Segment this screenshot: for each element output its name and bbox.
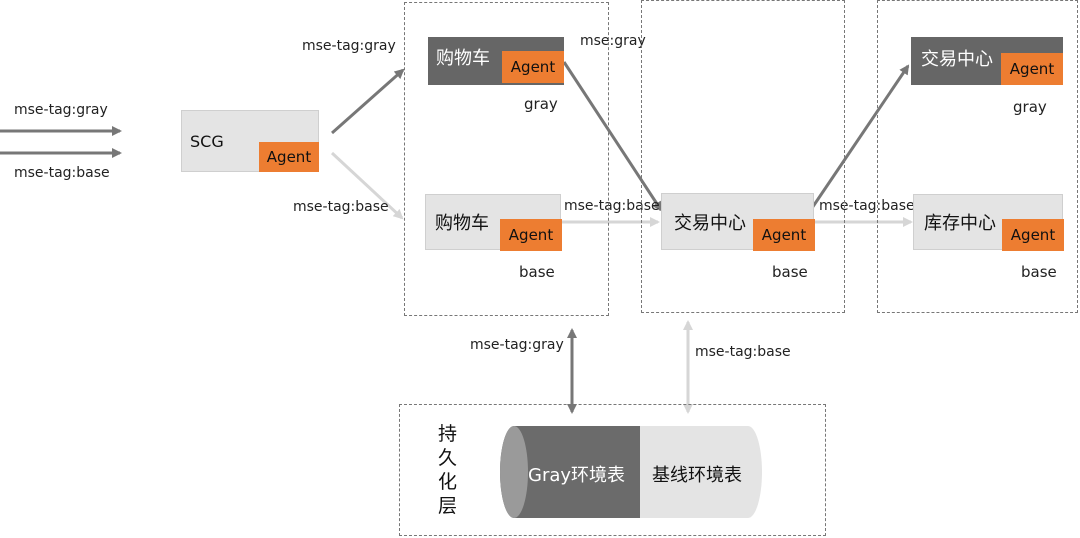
- persistence-label-char: 层: [438, 495, 458, 517]
- service-group-cart: [404, 2, 609, 316]
- trade-base-name: 交易中心: [674, 213, 746, 234]
- service-group-trade: [641, 0, 845, 313]
- edge-label-scg-to-cart-base: mse-tag:base: [293, 199, 389, 215]
- trade-gray-agent: Agent: [1001, 53, 1063, 85]
- cart-gray-tag: gray: [524, 95, 558, 113]
- inventory-base-node: 库存中心 Agent: [913, 194, 1064, 251]
- arrow-scg-to-cart-gray: [331, 68, 405, 135]
- base-env-table: 基线环境表: [652, 465, 742, 486]
- scg-agent: Agent: [259, 142, 319, 172]
- trade-gray-tag: gray: [1013, 98, 1047, 116]
- cart-gray-agent: Agent: [502, 51, 564, 83]
- persistence-label-char: 持: [438, 423, 458, 445]
- inventory-base-agent: Agent: [1002, 219, 1064, 251]
- edge-label-cart-base-to-trade: mse-tag:base: [564, 198, 660, 214]
- input-label-base: mse-tag:base: [14, 165, 110, 181]
- persistence-label: 持 久 化 层: [438, 422, 457, 518]
- edge-label-scg-to-cart-gray: mse-tag:gray: [302, 38, 396, 54]
- cart-gray-node: 购物车 Agent: [428, 37, 564, 85]
- trade-base-agent: Agent: [753, 219, 815, 251]
- input-label-gray: mse-tag:gray: [14, 102, 108, 118]
- trade-gray-name: 交易中心: [921, 49, 993, 70]
- persistence-label-char: 久: [438, 447, 458, 469]
- arrow-trade-to-trade-gray: [810, 64, 910, 209]
- scg-name: SCG: [190, 132, 224, 151]
- persistence-layer: [399, 404, 826, 536]
- cart-base-tag: base: [519, 263, 555, 281]
- edge-label-cart-gray-to-trade: mse:gray: [580, 33, 646, 49]
- scg-node: SCG Agent: [181, 110, 319, 172]
- inventory-base-tag: base: [1021, 263, 1057, 281]
- persistence-label-char: 化: [438, 471, 458, 493]
- inventory-base-name: 库存中心: [924, 213, 996, 234]
- edge-label-persist-base: mse-tag:base: [695, 344, 791, 360]
- arrow-scg-to-cart-base: [330, 151, 404, 220]
- trade-base-node: 交易中心 Agent: [661, 193, 815, 251]
- gray-env-table: Gray环境表: [528, 465, 626, 486]
- trade-gray-node: 交易中心 Agent: [911, 37, 1063, 85]
- cart-gray-name: 购物车: [436, 48, 490, 69]
- cart-base-name: 购物车: [435, 213, 489, 234]
- edge-label-trade-to-inventory: mse-tag:base: [819, 198, 915, 214]
- persistence-cylinder: [500, 426, 762, 518]
- arrow-cart-gray-to-trade: [562, 61, 663, 212]
- cart-base-node: 购物车 Agent: [425, 194, 562, 251]
- service-group-trade-inventory: [877, 0, 1078, 313]
- edge-label-persist-gray: mse-tag:gray: [470, 337, 564, 353]
- trade-base-tag: base: [772, 263, 808, 281]
- cart-base-agent: Agent: [500, 219, 562, 251]
